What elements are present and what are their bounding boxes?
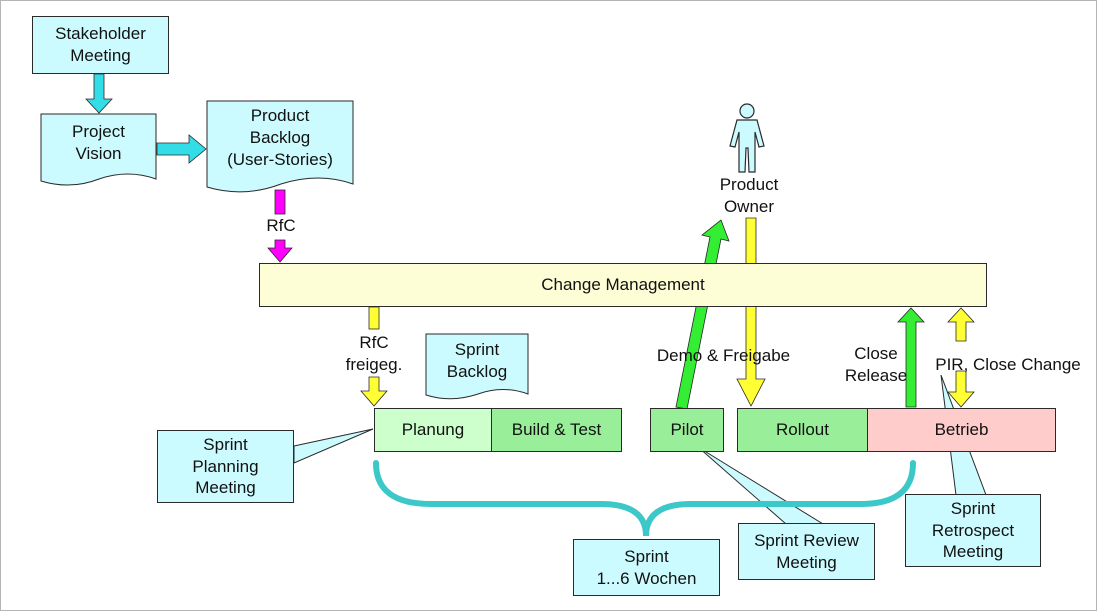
stakeholder-meeting-box: Stakeholder Meeting: [32, 16, 169, 74]
phase-pilot-label: Pilot: [670, 420, 704, 440]
phase-betrieb: Betrieb: [867, 408, 1056, 452]
arrow-pir-down: [947, 370, 975, 408]
sprint-duration-label: Sprint 1...6 Wochen: [596, 546, 697, 588]
phase-planung: Planung: [374, 408, 492, 452]
demo-freigabe-label: Demo & Freigabe: [656, 346, 791, 365]
sprint-review-callout: Sprint Review Meeting: [738, 523, 875, 580]
arrow-close-release: [897, 307, 925, 408]
sprint-retrospect-callout: Sprint Retrospect Meeting: [905, 494, 1041, 567]
arrow-stakeholder-to-vision: [85, 73, 113, 114]
pir-close-change-label: PIR, Close Change: [935, 355, 1081, 374]
sprint-retrospect-label: Sprint Retrospect Meeting: [931, 498, 1015, 562]
sprint-backlog-shape: [425, 333, 529, 400]
phase-rollout-label: Rollout: [776, 420, 829, 440]
sprint-planning-callout: Sprint Planning Meeting: [157, 430, 294, 503]
arrow-pir-up: [947, 307, 975, 342]
phase-rollout: Rollout: [737, 408, 868, 452]
phase-build-test: Build & Test: [491, 408, 622, 452]
project-vision-shape: [40, 113, 157, 186]
change-management-label: Change Management: [541, 275, 705, 295]
change-management-bar: Change Management: [259, 263, 987, 307]
sprint-review-label: Sprint Review Meeting: [754, 530, 859, 572]
sprint-duration-box: Sprint 1...6 Wochen: [573, 539, 720, 596]
arrow-rfc-top: [274, 189, 286, 215]
product-owner-label: Product Owner: [719, 175, 779, 216]
product-owner-icon: [729, 103, 765, 173]
product-backlog-shape: [206, 100, 354, 193]
phase-betrieb-label: Betrieb: [934, 420, 989, 440]
rfc-label: RfC: [266, 216, 296, 235]
arrow-rfc-bottom: [267, 239, 293, 263]
stakeholder-meeting-label: Stakeholder Meeting: [55, 24, 146, 65]
sprint-planning-label: Sprint Planning Meeting: [192, 434, 259, 498]
phase-planung-label: Planung: [401, 420, 465, 440]
sprint-brace: [373, 460, 916, 537]
arrow-vision-to-backlog: [156, 134, 207, 164]
callout-pointer-review: [697, 446, 825, 525]
phase-pilot: Pilot: [650, 408, 724, 452]
arrow-rfc-freigeg-top: [368, 306, 380, 330]
close-release-label: Close Release: [844, 344, 908, 385]
phase-build-test-label: Build & Test: [511, 420, 602, 440]
arrow-demo-to-owner: [675, 219, 730, 410]
product-backlog-label: Product Backlog (User-Stories): [227, 106, 333, 169]
rfc-freigeg-label: RfC freigeg.: [345, 333, 403, 374]
sprint-backlog-label: Sprint Backlog: [446, 340, 508, 381]
project-vision-label: Project Vision: [72, 122, 125, 163]
callout-pointer-planning: [293, 428, 374, 464]
arrow-rfc-freigeg-bottom: [360, 376, 388, 407]
arrow-owner-to-rollout: [736, 217, 766, 407]
